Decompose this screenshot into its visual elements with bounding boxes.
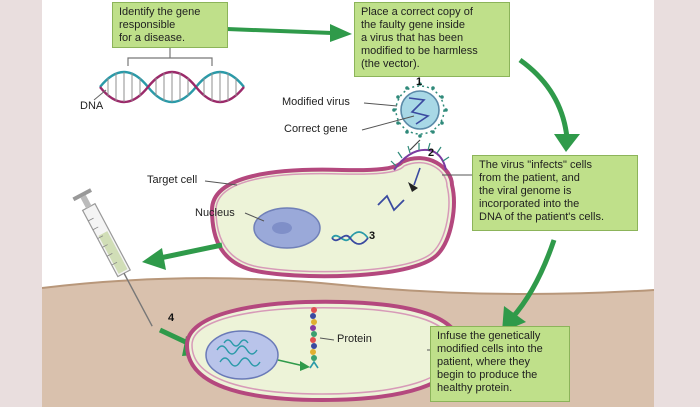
arrow-step-c bbox=[510, 239, 557, 320]
arrow-to-protein bbox=[277, 359, 305, 367]
dna-label: DNA bbox=[80, 100, 104, 112]
place-gene-box: Place a correct copy of the faulty gene … bbox=[354, 2, 510, 77]
arrow-head-c bbox=[502, 306, 526, 332]
virus-icon bbox=[392, 82, 448, 138]
diagram-frame: Identify the gene responsible for a dise… bbox=[42, 0, 654, 407]
gene-therapy-illustration bbox=[42, 24, 654, 407]
viral-genome-strand bbox=[377, 194, 405, 212]
arrow-head-protein bbox=[300, 361, 310, 371]
protein-icon bbox=[309, 307, 319, 369]
arrow-step-b bbox=[518, 57, 570, 139]
correct-gene-label: Correct gene bbox=[284, 123, 348, 135]
protein-leader bbox=[319, 337, 335, 341]
chromatin bbox=[216, 339, 261, 367]
arrow-cell-to-syringe bbox=[159, 242, 223, 261]
syringe-icon bbox=[72, 188, 153, 327]
identify-gene-box: Identify the gene responsible for a dise… bbox=[112, 2, 228, 48]
arrow-head-a bbox=[330, 24, 352, 42]
modified-virus-label: Modified virus bbox=[282, 96, 350, 108]
virus-leader bbox=[363, 102, 398, 107]
patient-nucleus bbox=[205, 330, 279, 380]
arrow-head-syringe bbox=[142, 248, 166, 270]
arrow-step-1-2 bbox=[409, 139, 421, 151]
infuse-cells-box: Infuse the genetically modified cells in… bbox=[430, 326, 570, 402]
nucleolus bbox=[272, 222, 292, 234]
protein-label: Protein bbox=[337, 333, 372, 345]
target-cell-leader bbox=[204, 180, 238, 186]
dna-leader bbox=[93, 89, 107, 101]
step-number-1: 1 bbox=[416, 76, 423, 88]
arrow-head-b bbox=[554, 134, 580, 152]
step-number-2: 2 bbox=[428, 147, 435, 159]
target-cell-inner-membrane bbox=[215, 161, 450, 273]
integrated-dna-icon bbox=[331, 231, 369, 245]
gene-bracket bbox=[127, 48, 213, 66]
skin-edge bbox=[42, 277, 654, 295]
viral-genome-fragment bbox=[413, 167, 421, 186]
dna-helix-icon bbox=[99, 70, 245, 104]
nucleus-label: Nucleus bbox=[195, 207, 235, 219]
step-number-4: 4 bbox=[168, 312, 175, 324]
target-cell-label: Target cell bbox=[147, 174, 198, 186]
membrane-virus-icon bbox=[390, 142, 450, 171]
gene-leader bbox=[361, 115, 415, 131]
arrow-step-a bbox=[226, 27, 333, 35]
nucleus-leader bbox=[244, 212, 265, 222]
arrow-genome bbox=[408, 182, 418, 192]
step-number-3: 3 bbox=[369, 230, 376, 242]
virus-infects-box: The virus "infects" cells from the patie… bbox=[472, 155, 638, 231]
